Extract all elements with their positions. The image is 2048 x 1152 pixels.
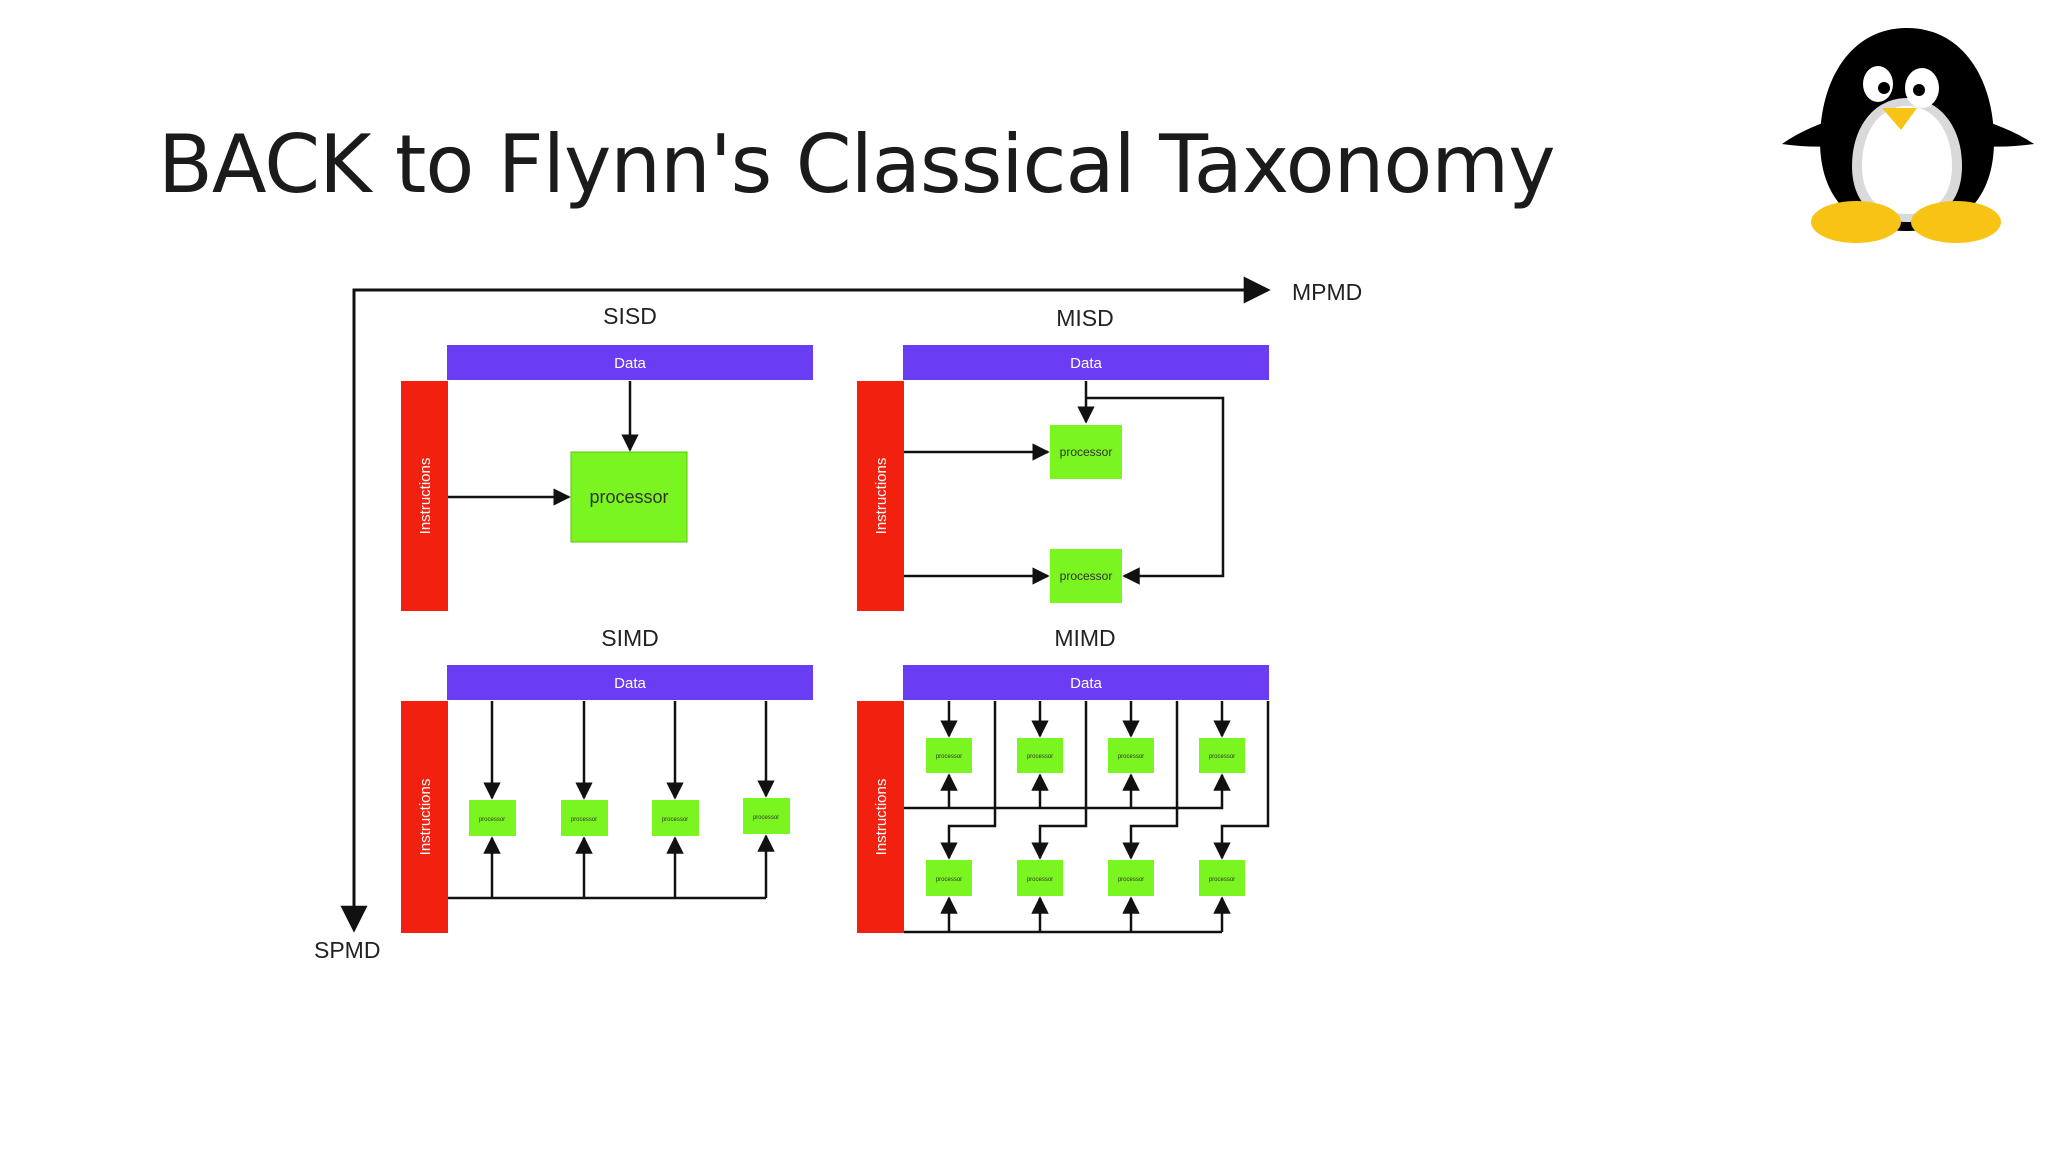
instructions-label: Instructions (417, 458, 434, 535)
processor-box (1108, 738, 1154, 773)
processor-label: processor (1118, 877, 1144, 883)
processor-box (743, 798, 790, 834)
processor-box (652, 800, 699, 836)
data-bar (447, 665, 813, 700)
penguin-left-pupil (1878, 82, 1890, 94)
processor-box (926, 738, 972, 773)
data-label: Data (1070, 355, 1102, 372)
processor-label: processor (571, 817, 597, 823)
data-label: Data (1070, 675, 1102, 692)
instructions-label: Instructions (873, 458, 890, 535)
instructions-label: Instructions (417, 779, 434, 856)
processor-box (1017, 860, 1063, 896)
flynn-taxonomy-diagram: MPMD SPMD SISD Data Instructions process… (314, 276, 1362, 963)
processor-box (469, 800, 516, 836)
processor-box (1199, 860, 1245, 896)
simd-title: SIMD (601, 625, 659, 651)
data-path (1031, 701, 1088, 860)
instructions-bar (857, 381, 904, 611)
penguin-left-eye (1863, 66, 1893, 102)
mpmd-axis-arrow (352, 276, 1271, 304)
instructions-bar (401, 381, 448, 611)
processor-label: processor (662, 817, 688, 823)
data-bar (903, 665, 1269, 700)
instructions-label: Instructions (873, 779, 890, 856)
penguin-right-foot (1911, 201, 2001, 243)
processor-label: processor (479, 817, 505, 823)
penguin-icon (1782, 28, 2034, 243)
mimd-title: MIMD (1054, 625, 1115, 651)
data-path (940, 701, 997, 860)
processor-label: processor (1060, 569, 1113, 583)
mpmd-label: MPMD (1292, 279, 1362, 305)
processor-box (1050, 425, 1122, 479)
simd-quadrant: SIMD Data Instructions processor process… (401, 625, 813, 933)
misd-quadrant: MISD Data Instructions processor process… (857, 305, 1269, 611)
processor-label: processor (1027, 877, 1053, 883)
sisd-quadrant: SISD Data Instructions processor (401, 303, 813, 611)
processor-box (570, 451, 688, 543)
processor-label: processor (589, 487, 668, 507)
data-label: Data (614, 675, 646, 692)
data-bar (903, 345, 1269, 380)
processor-label: processor (936, 877, 962, 883)
processor-box (1050, 549, 1122, 603)
penguin-right-pupil (1913, 84, 1925, 96)
sisd-title: SISD (603, 303, 657, 329)
instruction-arrow (1177, 773, 1231, 810)
data-label: Data (614, 355, 646, 372)
penguin-belly-highlight (1862, 106, 1952, 214)
processor-box (1017, 738, 1063, 773)
spmd-label: SPMD (314, 937, 380, 963)
data-loop-arrow (1086, 396, 1225, 585)
processor-label: processor (936, 754, 962, 760)
processor-label: processor (1118, 754, 1144, 760)
processor-label: processor (1209, 754, 1235, 760)
processor-label: processor (1209, 877, 1235, 883)
processor-box (1108, 860, 1154, 896)
processor-box (926, 860, 972, 896)
data-bar (447, 345, 813, 380)
misd-title: MISD (1056, 305, 1114, 331)
processor-label: processor (1027, 754, 1053, 760)
processor-box (561, 800, 608, 836)
processor-label: processor (1060, 445, 1113, 459)
processor-label: processor (753, 815, 779, 821)
instructions-bar (857, 701, 904, 933)
data-path (1122, 701, 1179, 860)
penguin-beak (1882, 108, 1917, 130)
mimd-quadrant: MIMD Data Instructions processor process… (857, 625, 1270, 934)
slide-title: BACK to Flynn's Classical Taxonomy (158, 118, 1556, 211)
axes: MPMD SPMD (314, 276, 1362, 963)
processor-box (1199, 738, 1245, 773)
instructions-bar (401, 701, 448, 933)
data-path (1213, 701, 1270, 860)
penguin-left-foot (1811, 201, 1901, 243)
